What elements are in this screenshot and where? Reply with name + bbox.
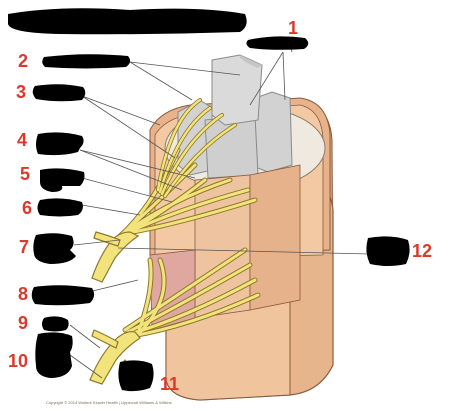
label-number-8: 8 — [18, 284, 28, 304]
redaction-title — [8, 8, 247, 35]
redaction-label-5 — [40, 168, 85, 192]
label-number-6: 6 — [22, 198, 32, 218]
redaction-label-3 — [32, 84, 86, 102]
upper-spinal-nerve — [91, 231, 140, 283]
label-number-4: 4 — [17, 130, 27, 150]
redaction-label-4 — [36, 132, 84, 156]
label-number-5: 5 — [20, 164, 30, 184]
label-number-11: 11 — [160, 374, 179, 394]
redaction-blobs — [31, 36, 410, 392]
redaction-label-12 — [366, 236, 410, 266]
label-number-12: 12 — [412, 241, 432, 261]
label-number-10: 10 — [8, 351, 28, 371]
label-number-7: 7 — [19, 237, 29, 257]
label-number-3: 3 — [16, 82, 26, 102]
upper-nerve-branch — [93, 231, 121, 247]
gray-matter-anterior-top — [240, 55, 262, 68]
label-number-9: 9 — [18, 313, 28, 333]
redaction-label-6 — [37, 198, 83, 217]
label-number-1: 1 — [288, 18, 298, 38]
lower-nerve-branch — [91, 329, 119, 349]
redaction-label-9 — [42, 316, 69, 332]
copyright-notice: Copyright © 2014 Wolters Kluwer Health |… — [46, 400, 172, 405]
redaction-label-7 — [33, 233, 76, 264]
label-number-2: 2 — [18, 51, 28, 71]
dorsal-rootlets-top-fill — [156, 98, 237, 198]
cord-lower-side — [249, 164, 301, 311]
redaction-label-2 — [42, 54, 131, 69]
redaction-label-8 — [31, 285, 95, 306]
redaction-label-1 — [246, 36, 309, 50]
lower-nerve-rootlets-fill — [123, 248, 260, 340]
redaction-label-10 — [35, 332, 73, 378]
redaction-label-11 — [118, 360, 154, 392]
lower-spinal-nerve — [89, 331, 141, 385]
